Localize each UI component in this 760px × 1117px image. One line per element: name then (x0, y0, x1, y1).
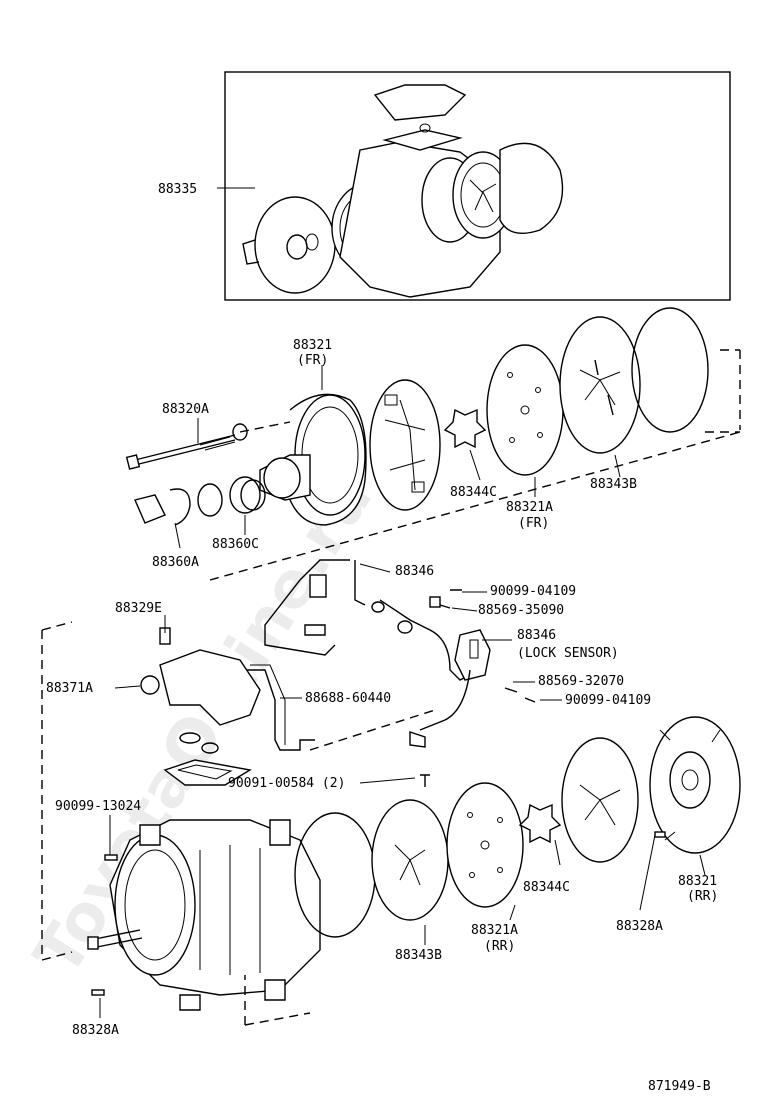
label-88371A: 88371A (46, 681, 93, 696)
label-88344C-bot: 88344C (523, 880, 570, 895)
label-88328A-right: 88328A (616, 919, 663, 934)
label-88321-rr: 88321 (678, 874, 717, 889)
label-88321-fr: 88321 (293, 338, 332, 353)
label-88360C: 88360C (212, 537, 259, 552)
label-88569-35090: 88569-35090 (478, 603, 564, 618)
label-88343B-bot: 88343B (395, 948, 442, 963)
label-88344C-top: 88344C (450, 485, 497, 500)
label-88343B-top: 88343B (590, 477, 637, 492)
diagram-id: 871949-B (648, 1079, 711, 1094)
leader-lines (99, 187, 706, 1018)
label-fr: (FR) (297, 353, 328, 368)
label-88346: 88346 (395, 564, 434, 579)
label-fr2: (FR) (518, 516, 549, 531)
rear-section (41, 559, 741, 1026)
label-90099-04109-a: 90099-04109 (490, 584, 576, 599)
front-cylinder-group (125, 307, 741, 581)
label-88321A-fr: 88321A (506, 500, 553, 515)
label-88329E: 88329E (115, 601, 162, 616)
label-lock-sensor: (LOCK SENSOR) (517, 646, 619, 661)
label-88688-60440: 88688-60440 (305, 691, 391, 706)
label-rr: (RR) (687, 889, 718, 904)
label-90091-00584: 90091-00584 (2) (228, 776, 345, 791)
compressor-assembly-inset (224, 71, 731, 301)
label-88346-lock: 88346 (517, 628, 556, 643)
label-88335: 88335 (158, 182, 197, 197)
label-88321A-rr: 88321A (471, 923, 518, 938)
label-90099-13024: 90099-13024 (55, 799, 141, 814)
label-88360A: 88360A (152, 555, 199, 570)
label-rr2: (RR) (484, 939, 515, 954)
label-90099-04109-b: 90099-04109 (565, 693, 651, 708)
label-88569-32070: 88569-32070 (538, 674, 624, 689)
label-88328A-left: 88328A (72, 1023, 119, 1038)
part-labels: 88335 88321 (FR) 88320A 88344C 88321A (F… (46, 182, 718, 1094)
label-88320A: 88320A (162, 402, 209, 417)
